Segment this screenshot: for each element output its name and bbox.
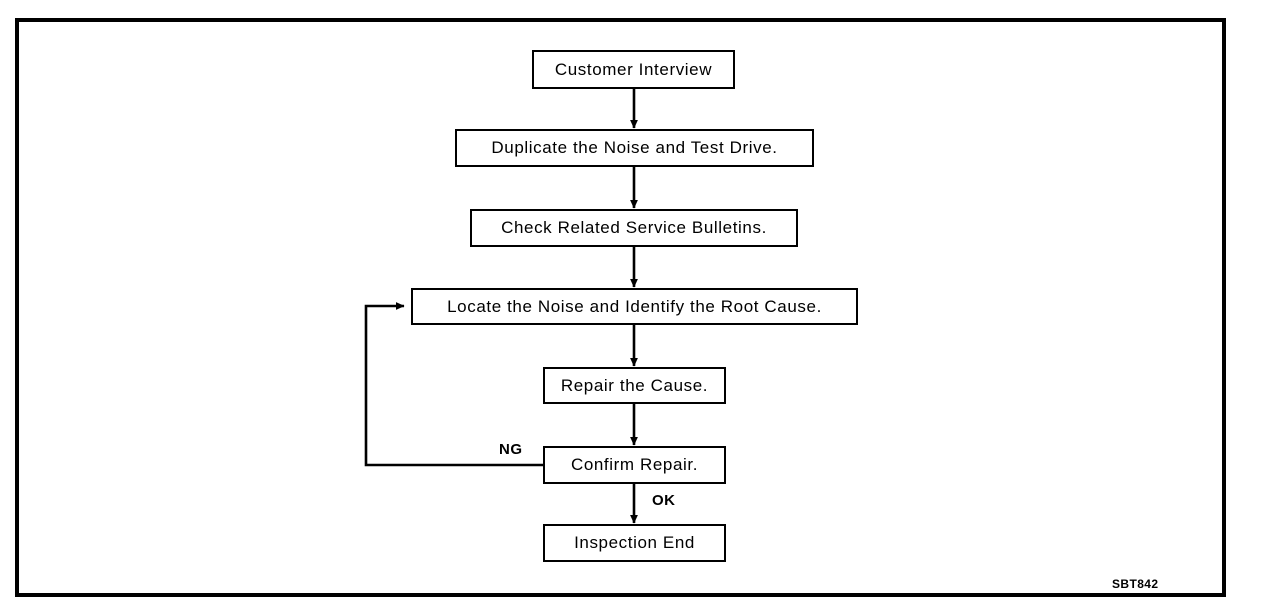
node-confirm-repair[interactable]: Confirm Repair. [543,446,726,484]
node-repair-the-cause[interactable]: Repair the Cause. [543,367,726,404]
node-label: Check Related Service Bulletins. [501,218,767,237]
node-label: Inspection End [574,533,695,552]
node-check-service-bulletins[interactable]: Check Related Service Bulletins. [470,209,798,247]
connector-confirm-to-locate-ng [364,302,543,467]
figure-id-label: SBT842 [1112,577,1159,591]
node-label: Confirm Repair. [570,455,699,474]
node-customer-interview[interactable]: Customer Interview [532,50,735,89]
node-label: Repair the Cause. [560,375,709,395]
edge-label-ng: NG [499,441,523,458]
node-locate-noise-identify-root-cause[interactable]: Locate the Noise and Identify the Root C… [411,288,858,325]
node-label: Locate the Noise and Identify the Root C… [447,296,822,316]
node-duplicate-noise-test-drive[interactable]: Duplicate the Noise and Test Drive. [455,129,814,167]
node-label: Duplicate the Noise and Test Drive. [491,138,778,157]
node-inspection-end[interactable]: Inspection End [543,524,726,562]
node-label: Customer Interview [554,59,713,79]
edge-label-ok: OK [652,492,676,509]
